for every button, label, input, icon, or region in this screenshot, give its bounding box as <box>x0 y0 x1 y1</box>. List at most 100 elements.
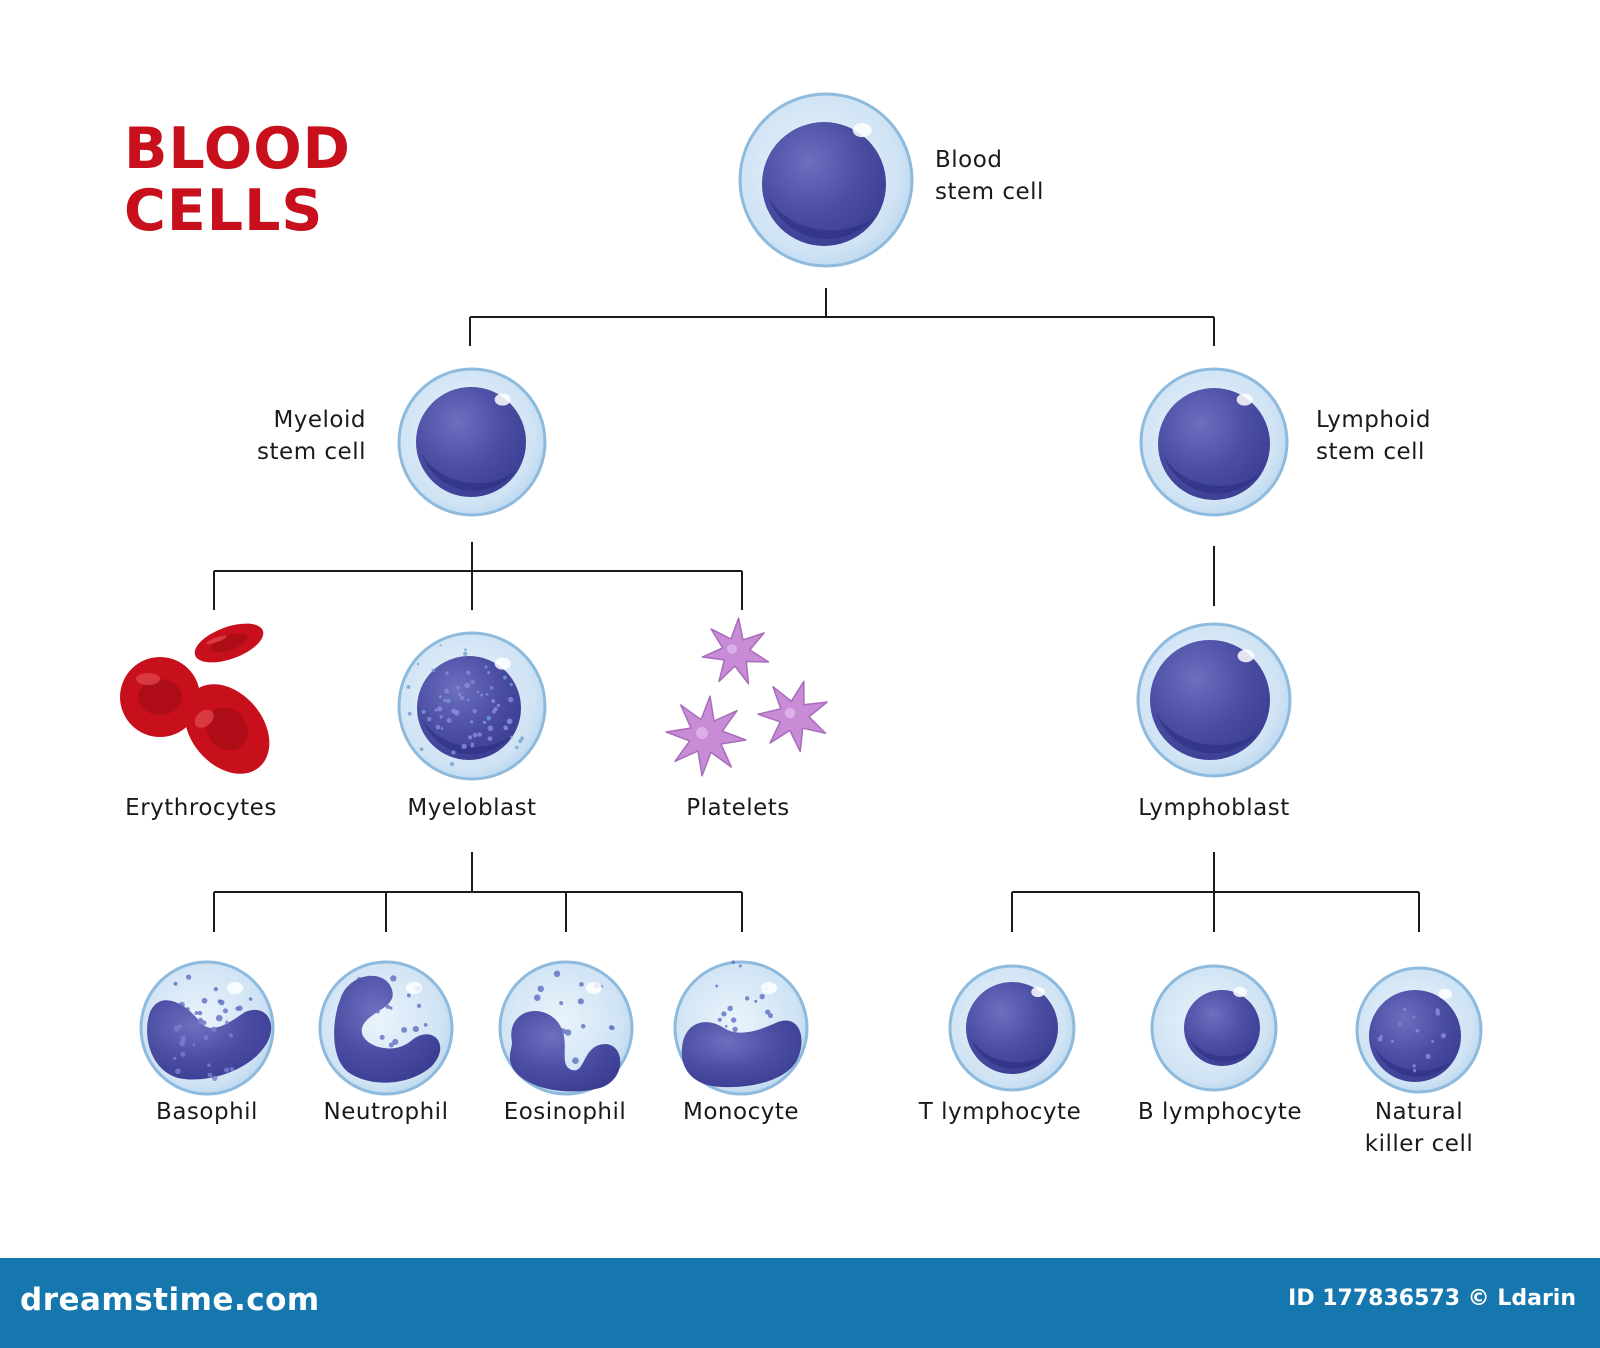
natural-killer-cell <box>1355 966 1483 1094</box>
cell-granule <box>509 735 513 739</box>
cell-granule <box>213 986 219 992</box>
cell-nucleus <box>334 975 441 1083</box>
cell-nucleus <box>1184 990 1260 1066</box>
cell-granule <box>470 680 475 684</box>
cell-granule <box>451 750 456 755</box>
cell-granule <box>553 970 561 978</box>
label-basophil: Basophil <box>156 1099 258 1125</box>
cell-granule <box>487 725 494 732</box>
cell-granule <box>504 726 509 731</box>
cell-nucleus <box>416 387 526 497</box>
footer-bar: dreamstime.com ID 177836573 © Ldarin <box>0 1258 1600 1348</box>
blood-stem-cell <box>738 92 914 268</box>
cell-granule <box>451 708 457 714</box>
cell-granule <box>456 685 460 689</box>
cell-granule <box>1440 1033 1447 1039</box>
cell-nucleus <box>417 656 521 760</box>
cell-granule <box>197 1018 204 1025</box>
cell-granule <box>388 1042 394 1048</box>
cell-granule <box>485 692 489 696</box>
cell-granule <box>744 996 750 1001</box>
cell-granule <box>730 1017 737 1023</box>
nucleus-shadow <box>1187 1035 1253 1062</box>
t-lymphocyte-cell <box>948 964 1076 1092</box>
cell-granule <box>765 1009 771 1015</box>
cell-granule <box>173 1056 177 1060</box>
cell-granule <box>537 985 544 993</box>
cell-granule <box>446 718 452 724</box>
cell-granule <box>179 1040 186 1047</box>
cell-granule <box>1379 1034 1383 1038</box>
cell-granule <box>416 662 420 666</box>
cell-granule <box>464 648 467 651</box>
erythrocyte-shine <box>136 673 160 685</box>
label-monocyte: Monocyte <box>683 1099 799 1125</box>
cell-granule <box>732 1026 738 1033</box>
erythrocyte-center <box>210 633 248 653</box>
cell-highlight <box>1236 393 1253 406</box>
cell-granule <box>439 644 442 647</box>
cell-granule <box>457 692 462 697</box>
cell-granule <box>180 1035 187 1042</box>
footer-brand[interactable]: dreamstime.com <box>20 1282 320 1318</box>
cell-granule <box>727 1005 733 1012</box>
cell-granule <box>470 720 474 724</box>
cell-granule <box>496 703 501 708</box>
platelet-shine <box>696 727 708 739</box>
cell-granule <box>223 1008 228 1014</box>
cell-granule <box>192 1043 196 1047</box>
cell-granule <box>211 1026 217 1032</box>
myeloid-stem-cell <box>397 367 547 517</box>
cell-highlight <box>1233 986 1247 998</box>
title-line-2: CELLS <box>124 178 324 244</box>
cell-granule <box>412 1026 419 1033</box>
cell-highlight <box>586 982 602 994</box>
cell-illustrations <box>120 92 1483 1096</box>
cell-granule <box>1412 1064 1416 1068</box>
cell-granule <box>203 1035 209 1041</box>
cell-granule <box>445 671 449 675</box>
cell-granule <box>218 999 225 1006</box>
cell-granule <box>237 1005 243 1011</box>
cell-granule <box>440 727 444 730</box>
cell-granule <box>446 698 451 704</box>
cell-granule <box>385 1004 390 1009</box>
cell-granule <box>580 1024 586 1029</box>
cell-granule <box>443 699 447 703</box>
cell-granule <box>724 1024 728 1028</box>
cell-granule <box>461 743 467 750</box>
platelets-cells <box>665 617 828 777</box>
cell-nucleus <box>1369 990 1461 1082</box>
label-platelets: Platelets <box>686 795 790 821</box>
cell-highlight <box>1438 988 1452 1000</box>
cell-granule <box>507 719 511 723</box>
b-lymphocyte-cell <box>1150 964 1278 1092</box>
cell-granule <box>175 1068 181 1075</box>
cell-granule <box>423 1022 428 1027</box>
cell-granule <box>754 999 758 1003</box>
cell-granule <box>572 1057 579 1065</box>
cell-granule <box>470 744 474 748</box>
cell-granule <box>487 670 491 675</box>
cell-granule <box>493 706 498 712</box>
label-blood-stem-cell: Blood stem cell <box>935 147 1044 205</box>
cell-granule <box>468 735 473 740</box>
cell-granule <box>427 716 432 722</box>
cell-granule <box>1413 1069 1417 1073</box>
cell-granule <box>406 993 411 998</box>
cell-granule <box>248 997 253 1001</box>
cell-granule <box>173 981 178 986</box>
nucleus-shadow <box>1373 1045 1452 1077</box>
cell-granule <box>211 1075 218 1082</box>
cell-granule <box>215 1014 223 1022</box>
cell-granule <box>180 1051 186 1057</box>
cell-granule <box>194 1011 199 1015</box>
cell-granule <box>480 693 484 697</box>
myeloblast-cell <box>397 631 547 781</box>
erythrocyte-shine <box>194 709 214 728</box>
cell-granule <box>1415 1029 1420 1033</box>
cell-granule <box>435 724 441 730</box>
cell-granule <box>608 1025 614 1030</box>
cell-granule <box>1403 1007 1407 1012</box>
